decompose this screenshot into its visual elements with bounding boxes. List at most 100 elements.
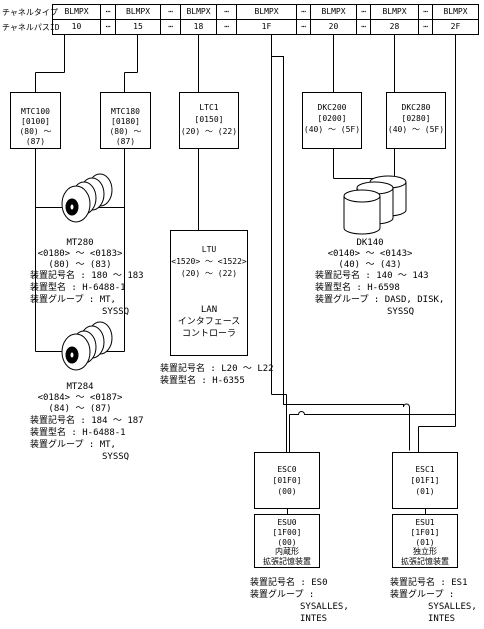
device-range: <0140> ～ <0143> [327,249,413,259]
controller-name: DKC280 [401,103,431,112]
esc0-box[interactable]: ESC0 [01F0] (00) [254,452,320,509]
lan-label: LAN [200,305,218,315]
device-type: 拡張記憶装置 [263,557,311,566]
lan-label: インタフェース [177,317,241,327]
device-info-line: SYSSQ [387,307,415,317]
channel-id-cell: 1F [261,22,272,31]
device-name: ESU0 [277,518,297,527]
device-info-line: 装置グループ : MT, [30,295,116,305]
gap-dots: ⋯ [105,7,111,16]
device-info-line: SYSSQ [102,307,130,317]
device-info-line: 装置型名 : H-6355 [160,376,245,386]
device-info-line: SYSSQ [102,452,130,462]
ltu-box[interactable]: LTU <1520> ～ <1522> (20) ～ (22) LAN インタフ… [170,230,248,356]
channel-type-cell: BLMPX [443,7,468,16]
channel-type-cell: BLMPX [186,7,211,16]
channel-type-cell: BLMPX [382,7,407,16]
controller-range: (40) ～ (5F) [387,125,445,134]
gap-dots: ⋯ [224,7,229,16]
device-info-line: INTES [300,614,328,624]
controller-address: [01F0] [272,476,302,485]
device-type: 内蔵形 [275,547,299,556]
device-range: (00) [277,538,297,547]
controller-address: [0280] [401,114,431,123]
gap-dots: ⋯ [168,7,173,16]
channel-type-label: チャネルタイプ [2,8,58,17]
device-range: <1520> ～ <1522> [171,257,247,266]
controller-range: (01) [415,487,435,496]
device-info-line: 装置型名 : H-6488-1 [30,428,126,438]
gap-dots: ⋯ [423,22,428,31]
gap-dots: ⋯ [423,7,428,16]
channel-path-id-label: チャネルパスID [2,23,60,32]
device-name: MT284 [66,382,94,392]
gap-dots: ⋯ [301,7,306,16]
device-info-line: SYSALLES, [428,602,477,612]
dkc200-box[interactable]: DKC200 [0200] (40) ～ (5F) [302,92,362,149]
channel-id-cell: 2F [450,22,461,31]
device-info-line: 装置グループ : [390,590,455,600]
device-info-line: 装置記号名 : L20 ～ L22 [160,364,274,374]
device-info-line: 装置記号名 : ES0 [250,578,328,588]
device-info-line: 装置記号名 : 140 ～ 143 [315,271,429,281]
device-range: (40) ～ (43) [338,260,402,270]
controller-address: [0100] [21,117,50,126]
channel-type-cell: BLMPX [64,7,89,16]
esu1-box[interactable]: ESU1 [1F01] (01) 独立形 拡張記憶装置 [392,514,458,568]
controller-range: (80) ～ (87) [19,127,52,146]
device-info-line: 装置グループ : [250,590,315,600]
device-type: 独立形 [413,547,437,556]
device-info-line: 装置記号名 : ES1 [390,578,468,588]
controller-name: LTC1 [199,103,219,112]
controller-address: [01F1] [410,476,440,485]
channel-id-cell: 10 [71,22,82,31]
esu0-box[interactable]: ESU0 [1F00] (00) 内蔵形 拡張記憶装置 [254,514,320,568]
device-address: [1F01] [410,528,440,537]
device-range: (84) ～ (87) [48,404,112,414]
device-info-line: 装置記号名 : 184 ～ 187 [30,416,144,426]
device-range: <0184> ～ <0187> [37,393,123,403]
controller-address: [0180] [111,117,140,126]
gap-dots: ⋯ [168,22,173,31]
channel-id-cell: 18 [193,22,204,31]
device-range: (01) [415,538,435,547]
gap-dots: ⋯ [361,22,366,31]
channel-id-cell: 20 [328,22,339,31]
controller-name: DKC200 [317,103,347,112]
gap-dots: ⋯ [224,22,229,31]
device-range: (20) ～ (22) [180,269,238,278]
ltc1-box[interactable]: LTC1 [0150] (20) ～ (22) [179,92,239,149]
channel-type-cell: BLMPX [125,7,151,16]
device-name: LTU [201,245,217,254]
controller-name: MTC180 [111,107,140,116]
channel-type-cell: BLMPX [254,7,279,16]
gap-dots: ⋯ [105,22,111,31]
device-info-line: 装置記号名 : 180 ～ 183 [30,271,144,281]
device-info-line: 装置型名 : H-6598 [315,283,400,293]
lan-label: コントローラ [181,329,236,339]
controller-name: ESC0 [277,465,297,474]
channel-id-cell: 28 [389,22,400,31]
device-name: MT280 [66,238,94,248]
device-address: [1F00] [272,528,302,537]
device-name: DK140 [356,238,384,248]
controller-range: (80) ～ (87) [109,127,142,146]
device-info-line: SYSALLES, [300,602,349,612]
device-type: 拡張記憶装置 [401,557,449,566]
gap-dots: ⋯ [361,7,366,16]
controller-range: (00) [277,487,297,496]
dkc280-box[interactable]: DKC280 [0280] (40) ～ (5F) [386,92,446,149]
channel-id-cell: 15 [133,22,143,31]
controller-address: [0150] [194,115,224,124]
device-info-line: 装置グループ : DASD, DISK, [315,295,445,305]
controller-address: [0200] [317,114,347,123]
mtc180-box[interactable]: MTC180 [0180] (80) ～ (87) [100,92,151,149]
controller-range: (20) ～ (22) [180,127,238,136]
device-info-line: 装置グループ : MT, [30,440,116,450]
device-info-line: INTES [428,614,456,624]
esc1-box[interactable]: ESC1 [01F1] (01) [392,452,458,509]
mtc100-box[interactable]: MTC100 [0100] (80) ～ (87) [10,92,61,149]
